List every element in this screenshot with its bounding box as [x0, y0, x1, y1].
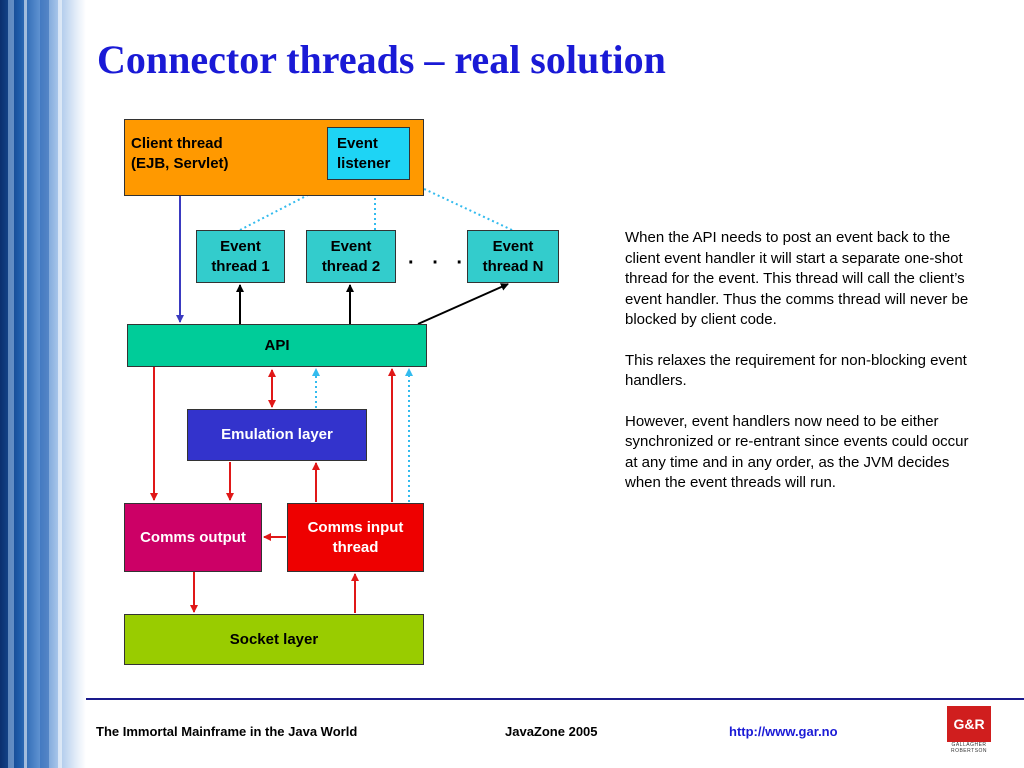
- api-label: API: [264, 336, 290, 354]
- description-paragraph-2: This relaxes the requirement for non-blo…: [625, 351, 967, 390]
- event-thread-2-box: Event thread 2: [306, 230, 396, 283]
- comms-output-box: Comms output: [124, 503, 262, 572]
- client-thread-label: Client thread (EJB, Servlet): [131, 135, 229, 172]
- event-thread-2-label: Event thread 2: [321, 237, 381, 275]
- comms-input-thread-label: Comms input thread: [307, 518, 404, 556]
- socket-layer-box: Socket layer: [124, 614, 424, 665]
- more-threads-ellipsis: · · ·: [408, 252, 470, 274]
- comms-output-label: Comms output: [140, 528, 246, 546]
- emulation-layer-label: Emulation layer: [221, 426, 333, 443]
- footer-presentation-title: The Immortal Mainframe in the Java World: [96, 724, 358, 739]
- comms-input-thread-box: Comms input thread: [287, 503, 424, 572]
- event-listener-box: Event listener: [327, 127, 410, 180]
- event-thread-n-box: Event thread N: [467, 230, 559, 283]
- logo-subtitle: GALLAGHER ROBERTSON: [950, 742, 988, 754]
- socket-layer-label: Socket layer: [229, 630, 319, 648]
- page-title: Connector threads – real solution: [97, 37, 666, 82]
- event-thread-1-label: Event thread 1: [211, 237, 270, 275]
- decorative-side-panel: [0, 0, 86, 768]
- description-paragraph-1: When the API needs to post an event back…: [625, 229, 969, 328]
- footer-divider: [86, 698, 1024, 700]
- footer-event-name: JavaZone 2005: [505, 724, 598, 739]
- logo-mark: G&R: [947, 706, 991, 742]
- company-logo: G&R GALLAGHER ROBERTSON: [947, 706, 991, 756]
- api-to-threadN-arrow: [417, 283, 509, 325]
- event-thread-1-box: Event thread 1: [196, 230, 285, 283]
- footer-website-link[interactable]: http://www.gar.no: [729, 724, 838, 739]
- emulation-layer-box: Emulation layer: [187, 409, 367, 461]
- description-paragraph-3: However, event handlers now need to be e…: [625, 412, 969, 492]
- event-thread-n-label: Event thread N: [482, 237, 544, 275]
- api-box: API: [127, 324, 427, 367]
- event-listener-label: Event listener: [337, 134, 391, 172]
- description-text: When the API needs to post an event back…: [625, 228, 985, 514]
